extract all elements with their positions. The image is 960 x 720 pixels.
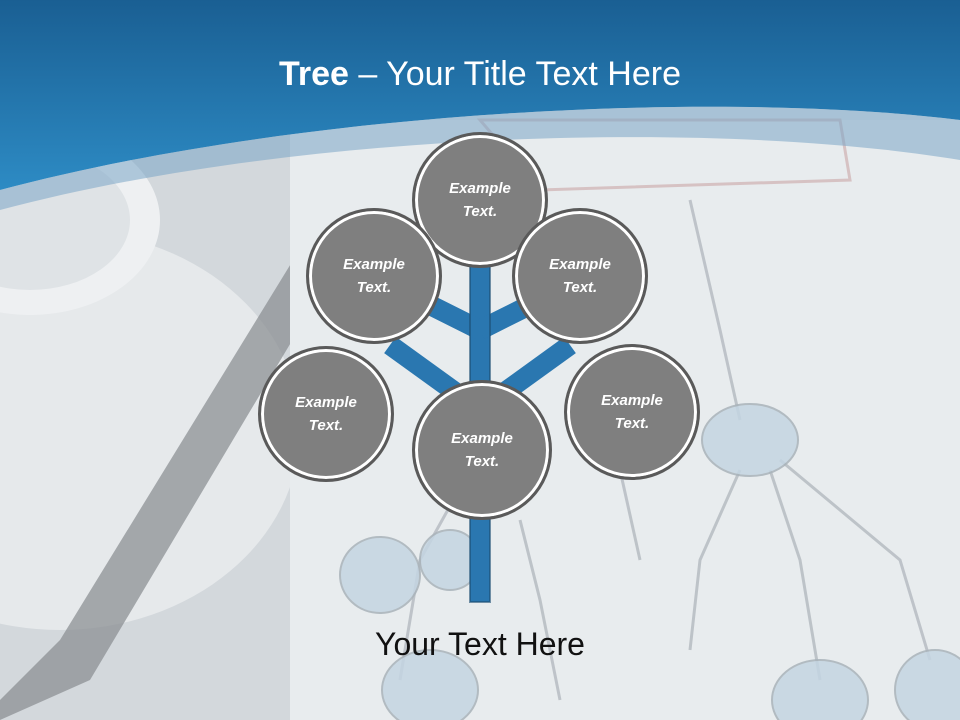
node-label: Example Text. <box>549 256 611 296</box>
node-label: Example Text. <box>295 394 357 434</box>
node-label: Example Text. <box>343 256 405 296</box>
slide-title: Tree – Your Title Text Here <box>0 52 960 96</box>
node-label: Example Text. <box>601 392 663 432</box>
tree-node-upper-left[interactable]: Example Text. <box>306 208 442 344</box>
node-label: Example Text. <box>449 180 511 220</box>
slide-caption: Your Text Here <box>375 626 585 662</box>
tree-node-upper-right[interactable]: Example Text. <box>512 208 648 344</box>
node-label: Example Text. <box>451 430 513 470</box>
tree-node-middle-left[interactable]: Example Text. <box>258 346 394 482</box>
title-dash: – <box>348 55 387 93</box>
title-bold-word: Tree <box>279 55 349 93</box>
title-text: Your Title Text Here <box>386 55 681 93</box>
tree-node-middle-right[interactable]: Example Text. <box>564 344 700 480</box>
tree-node-center[interactable]: Example Text. <box>412 380 552 520</box>
